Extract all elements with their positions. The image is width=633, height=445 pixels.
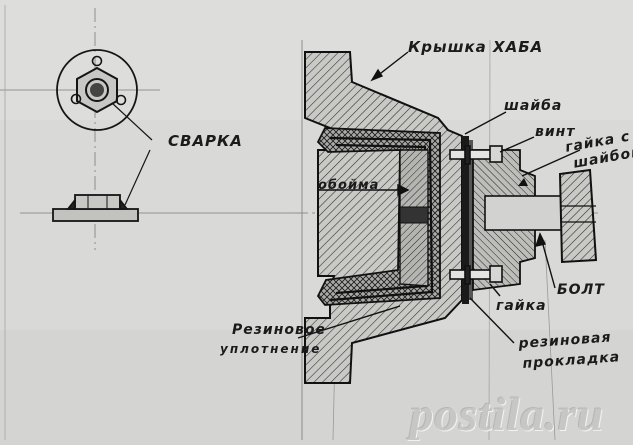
label-rubber-seal-2: уплотнение [220, 342, 322, 356]
label-washer: шайба [504, 98, 563, 114]
side-view-plate [52, 149, 151, 222]
label-screw: винт [535, 124, 576, 140]
screw-bottom [449, 265, 503, 285]
small-arrow [518, 178, 528, 186]
label-hub-cover: Крышка ХАБА [408, 38, 544, 56]
watermark-logo: postila.ru [410, 389, 605, 441]
top-view-plate [56, 49, 153, 141]
label-welding: СВАРКА [168, 132, 243, 150]
label-bolt: БОЛТ [557, 282, 605, 298]
label-rubber-seal-1: Резиновое [232, 322, 326, 338]
label-holder: обойма [318, 178, 380, 193]
label-nut: гайка [496, 298, 547, 314]
rubber-gasket [462, 136, 473, 304]
leader-lines [297, 51, 581, 344]
bolt [558, 168, 598, 264]
screw-top [449, 145, 503, 165]
